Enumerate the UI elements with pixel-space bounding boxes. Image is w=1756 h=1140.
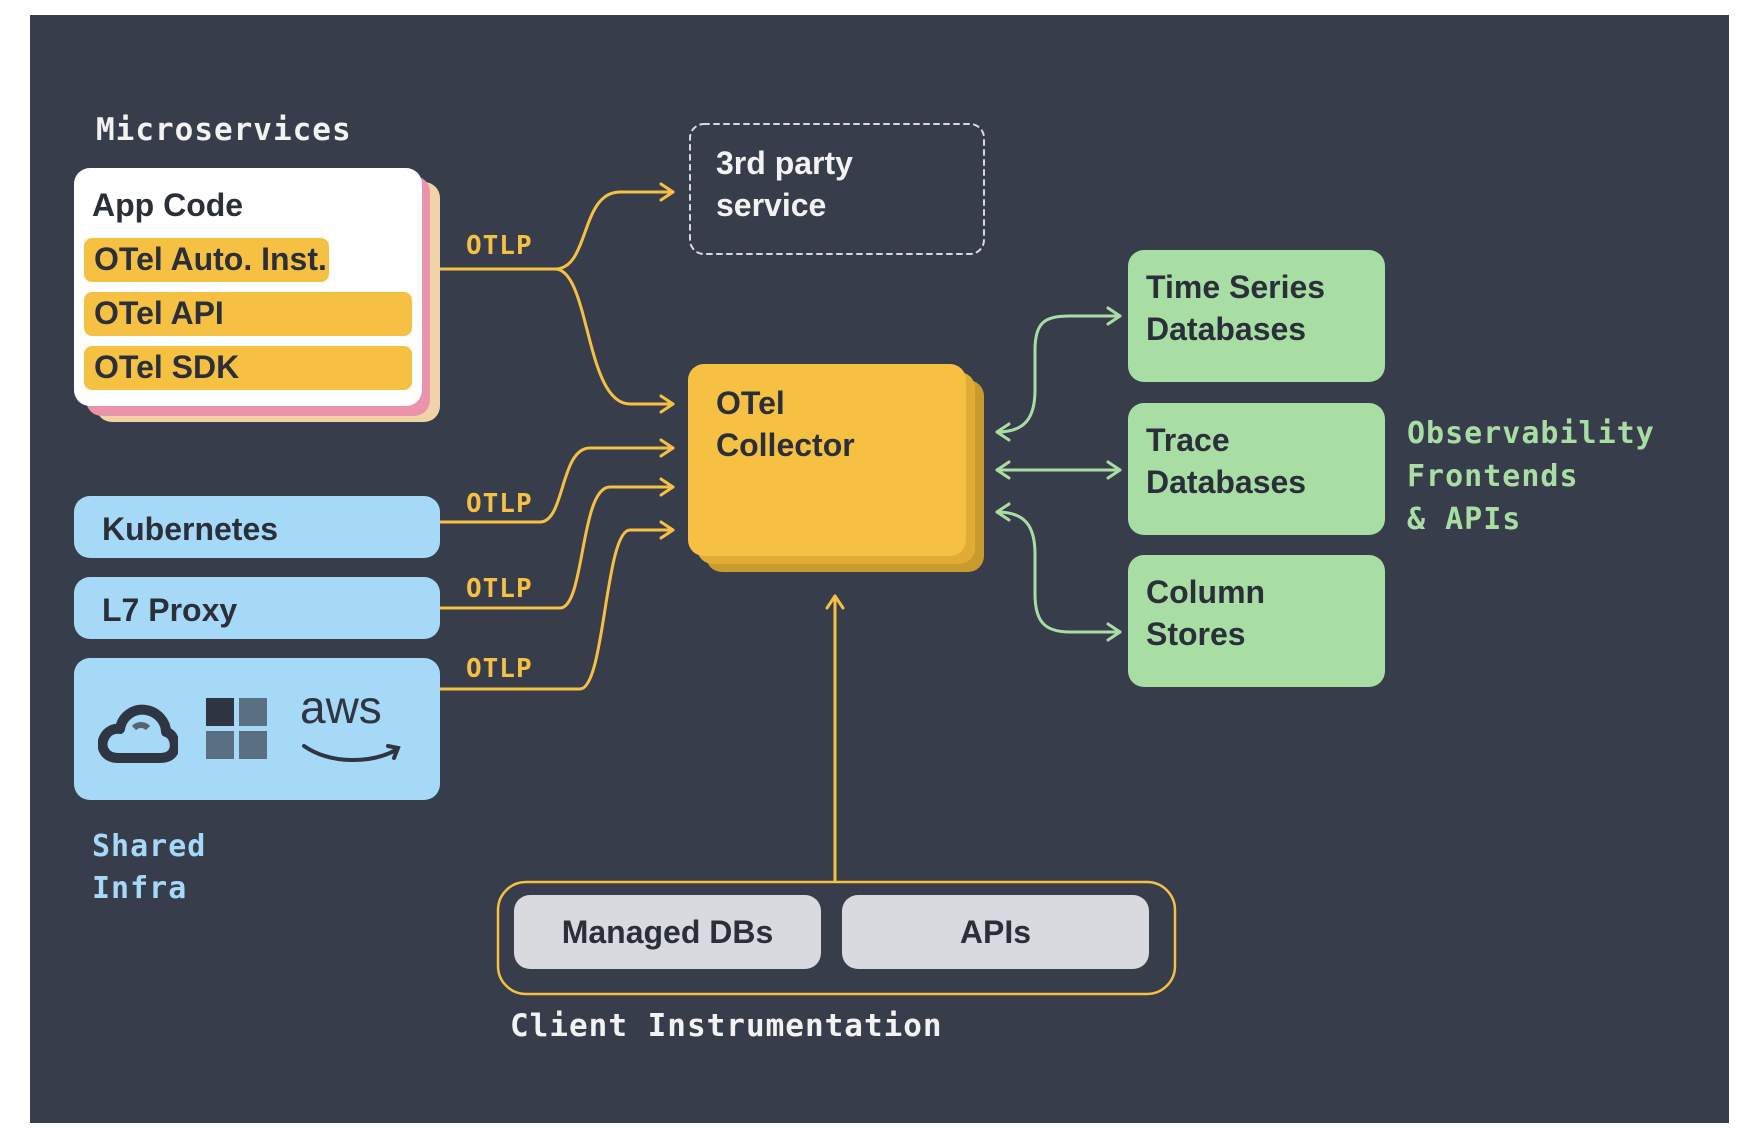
- third-party-box: [689, 123, 985, 255]
- kubernetes-box: Kubernetes: [74, 496, 440, 558]
- arrow-timeseries: [995, 306, 1122, 442]
- timeseries-line2: Databases: [1146, 311, 1307, 347]
- trace-db-box: Trace Databases: [1128, 403, 1385, 535]
- otlp-label-kubernetes: OTLP: [466, 489, 533, 519]
- apis-label: APIs: [959, 914, 1032, 950]
- aws-smile-icon: [302, 744, 401, 763]
- client-instrumentation-title: Client Instrumentation: [510, 1008, 943, 1044]
- third-party-line1: 3rd party: [716, 145, 853, 181]
- otel-sdk: OTel SDK: [84, 346, 412, 390]
- arrow-shared-infra: [431, 520, 675, 691]
- third-party-line2: service: [716, 187, 827, 223]
- arrow-to-third-party: [431, 182, 675, 271]
- client-frame: [496, 880, 1177, 996]
- trace-label: Trace Databases: [1146, 419, 1306, 503]
- third-party-label: 3rd party service: [716, 142, 853, 226]
- otlp-label-app: OTLP: [466, 231, 533, 261]
- arrow-l7proxy: [431, 477, 675, 610]
- otlp-label-l7proxy: OTLP: [466, 574, 533, 604]
- timeseries-label: Time Series Databases: [1146, 266, 1325, 350]
- shared-infra-box: aws: [74, 658, 440, 800]
- trace-line1: Trace: [1146, 422, 1230, 458]
- l7proxy-box: L7 Proxy: [74, 577, 440, 639]
- cloud-icon: [98, 704, 178, 763]
- collector-line2: Collector: [716, 427, 855, 463]
- app-code-card: App Code OTel Auto. Inst. OTel API OTel …: [74, 168, 422, 406]
- observability-line1: Observability: [1407, 416, 1655, 451]
- grid-icon: [206, 698, 267, 759]
- otlp-label-shared-infra: OTLP: [466, 654, 533, 684]
- shared-infra-line2: Infra: [92, 871, 188, 906]
- l7proxy-label: L7 Proxy: [102, 592, 238, 628]
- observability-line3: & APIs: [1407, 502, 1522, 537]
- shared-infra-line1: Shared: [92, 829, 207, 864]
- column-label: Column Stores: [1146, 571, 1265, 655]
- collector-line1: OTel: [716, 385, 785, 421]
- otel-auto-inst: OTel Auto. Inst.: [84, 238, 329, 282]
- managed-dbs-label: Managed DBs: [561, 914, 774, 950]
- apis-box: APIs: [842, 895, 1149, 969]
- aws-logo: aws: [300, 681, 382, 733]
- shared-infra-label: Shared Infra: [92, 826, 206, 910]
- managed-dbs-box: Managed DBs: [514, 895, 821, 969]
- arrow-app-to-collector: [553, 267, 675, 414]
- arrow-column: [995, 502, 1122, 642]
- otel-collector-card: OTel Collector: [688, 364, 966, 556]
- microservices-title: Microservices: [96, 112, 352, 148]
- column-store-box: Column Stores: [1128, 555, 1385, 687]
- observability-line2: Frontends: [1407, 459, 1579, 494]
- kubernetes-label: Kubernetes: [102, 511, 279, 547]
- timeseries-line1: Time Series: [1146, 269, 1326, 305]
- column-line1: Column: [1146, 574, 1266, 610]
- app-code-label: App Code: [92, 187, 244, 223]
- collector-label: OTel Collector: [716, 382, 855, 466]
- column-line2: Stores: [1146, 616, 1246, 652]
- observability-label: Observability Frontends & APIs: [1407, 412, 1655, 541]
- trace-line2: Databases: [1146, 464, 1307, 500]
- timeseries-db-box: Time Series Databases: [1128, 250, 1385, 382]
- arrow-kubernetes: [431, 438, 675, 524]
- otel-api: OTel API: [84, 292, 412, 336]
